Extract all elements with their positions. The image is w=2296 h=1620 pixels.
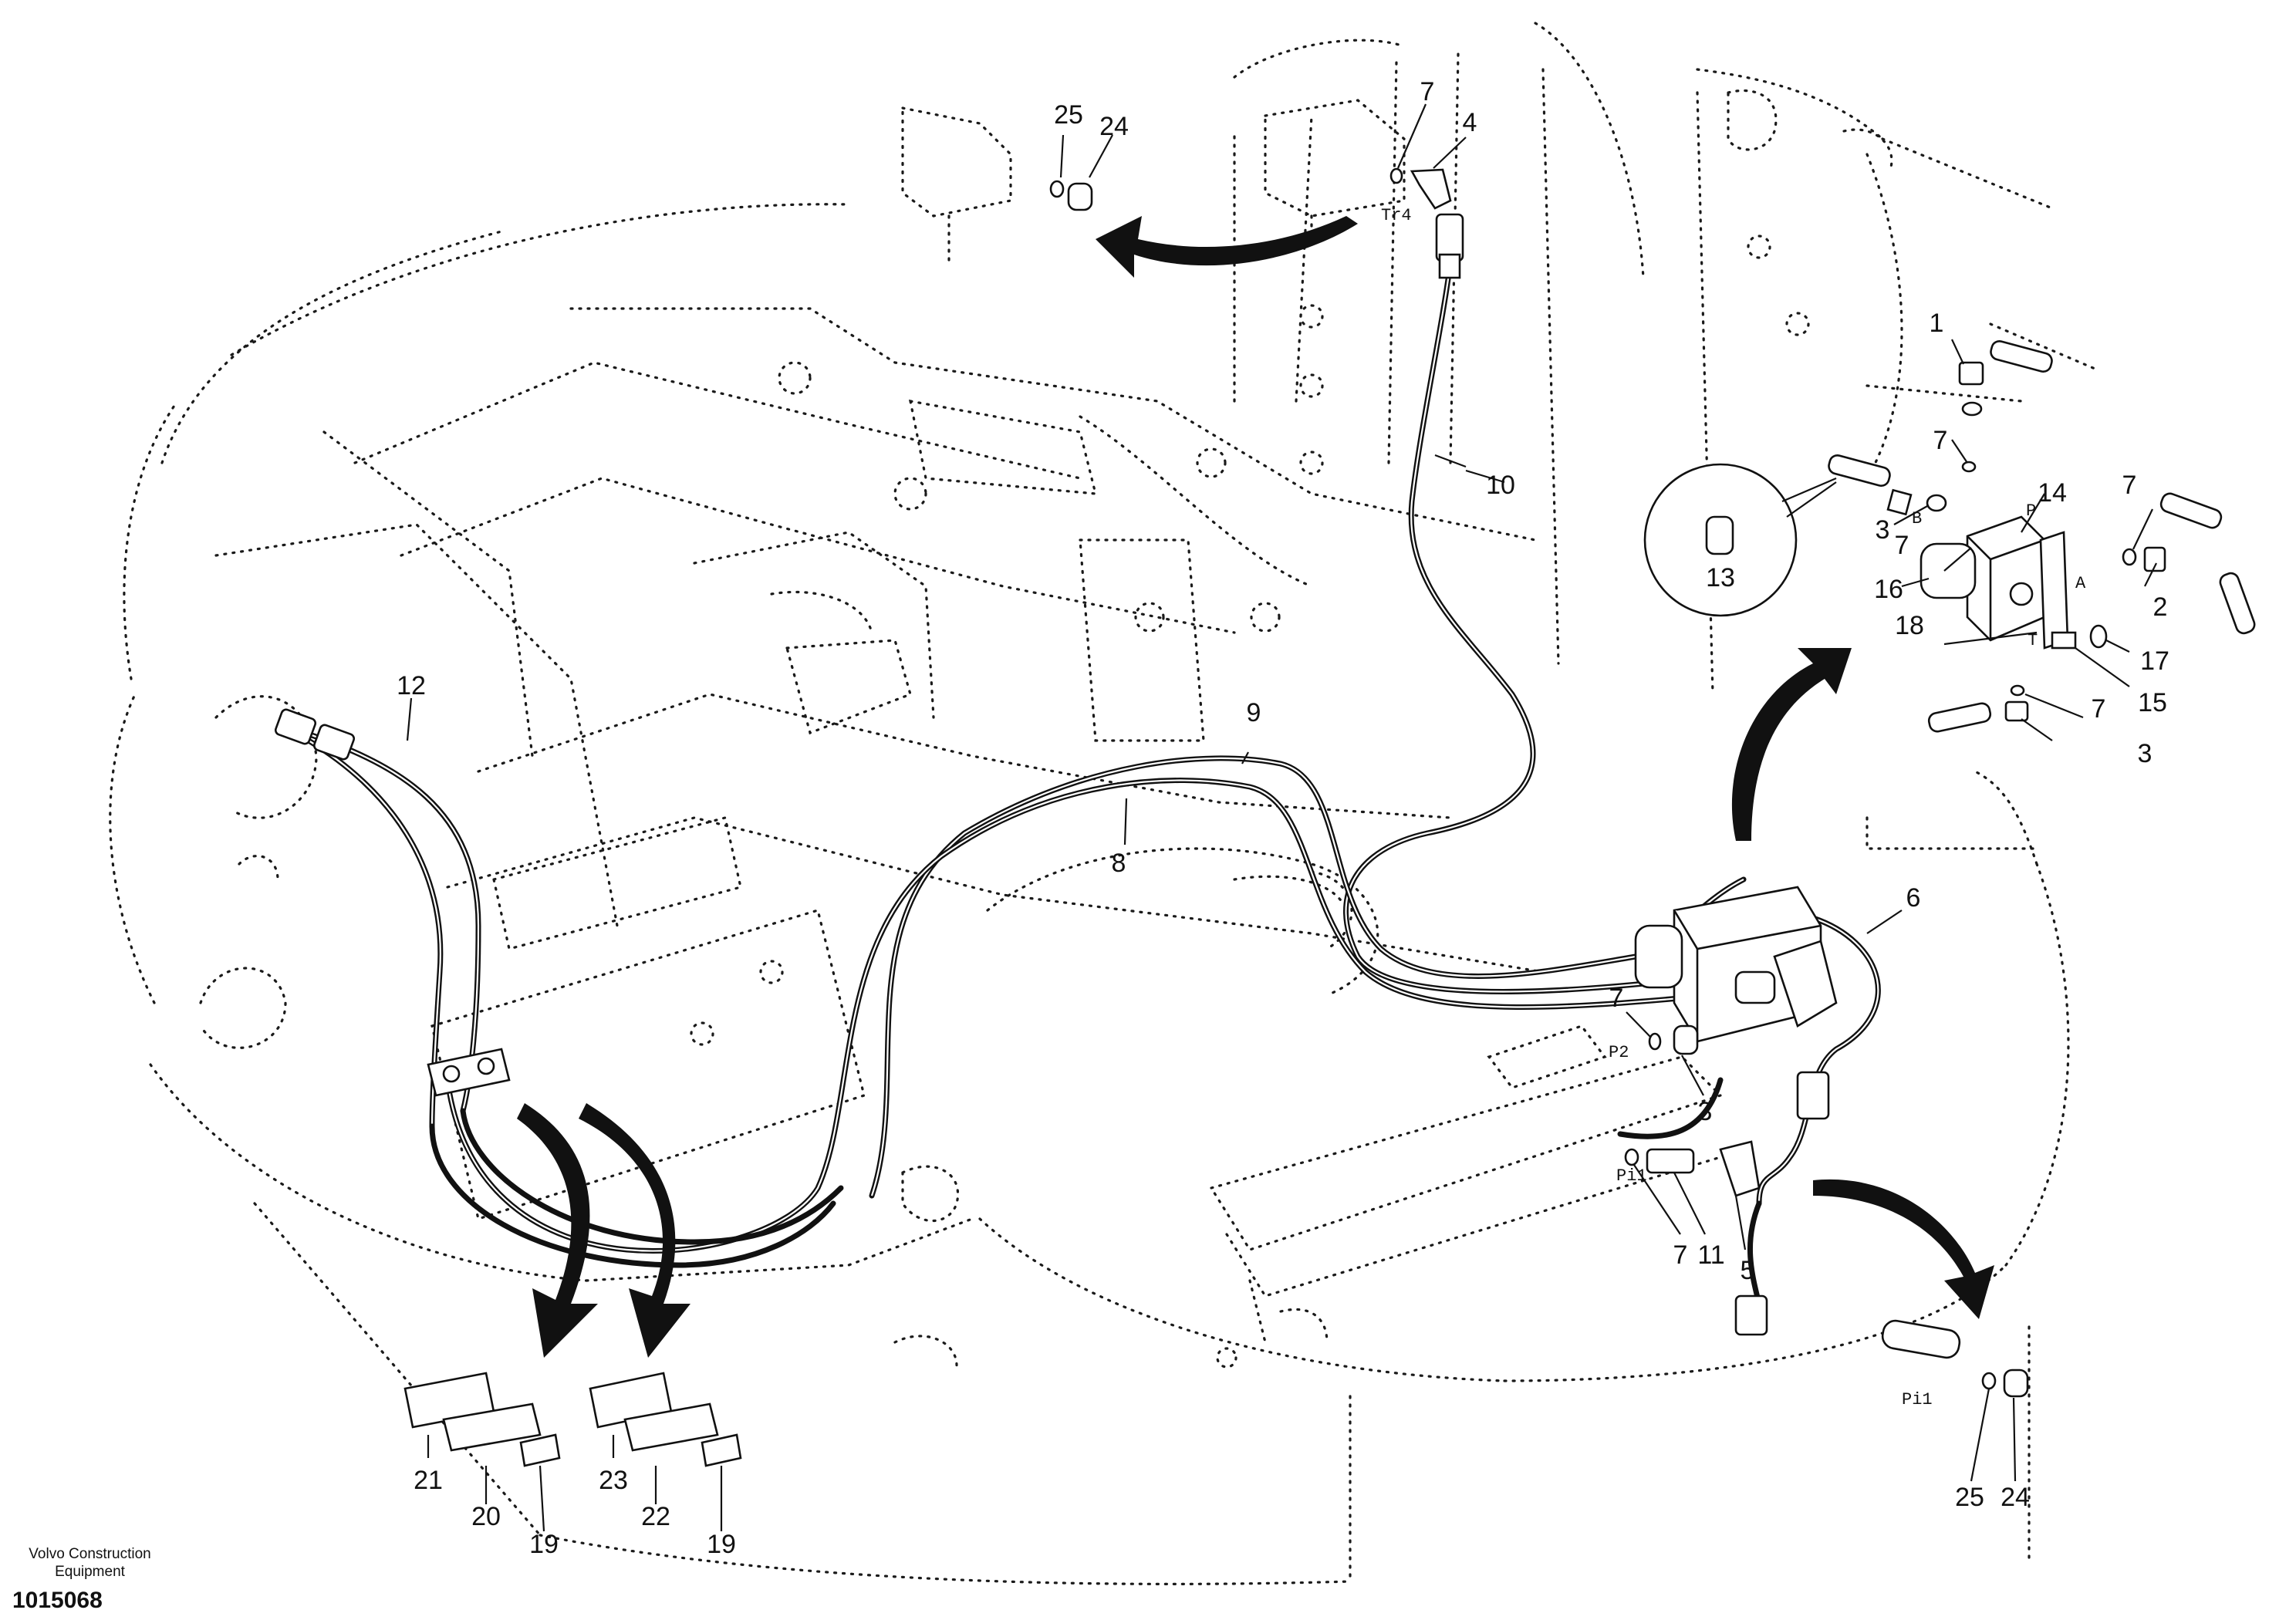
hose-10 [1343,259,1685,994]
callout-5: 5 [1741,1256,1755,1285]
company-name: Volvo Construction Equipment [11,1545,169,1581]
port-label-a: A [2075,574,2086,593]
callout-7-a: 7 [1420,77,1435,106]
hose-clamp-assembly [427,1048,511,1097]
callout-7-c: 7 [1895,531,1909,560]
callout-7-b: 7 [1933,426,1948,455]
port-label-t: T [2028,631,2038,650]
port-label-b: B [1912,509,1922,528]
port-labels: Tr4 B P A T P2 Pi1 Pi1 [1381,206,2086,1409]
callout-7-d: 7 [2122,471,2137,500]
callout-19-b: 19 [707,1530,736,1559]
callout-7-g: 7 [1673,1240,1688,1270]
callout-1: 1 [1930,309,1944,338]
callout-17: 17 [2140,646,2169,676]
callout-10: 10 [1486,471,1515,500]
callout-20: 20 [471,1502,501,1531]
callout-7-f: 7 [1609,984,1624,1013]
callout-22: 22 [641,1502,670,1531]
hose-fittings [274,213,1830,1336]
callout-3-a: 3 [1876,515,1890,545]
company-name-line2: Equipment [55,1564,125,1580]
part-callouts: 1 2 3 3 3 4 5 6 7 7 7 7 7 7 7 8 9 10 11 … [397,77,2169,1559]
hose-6 [1617,915,1881,1307]
port-label-pi1-valve: Pi1 [1616,1166,1647,1186]
callout-6: 6 [1906,883,1921,913]
port-label-pi1-plug: Pi1 [1902,1390,1933,1409]
port-label-tr4: Tr4 [1381,206,1412,225]
solenoid-valve-installed [1634,886,1838,1043]
solenoid-valve-exploded [1920,515,2077,650]
callout-3-c: 3 [1698,1097,1713,1126]
callout-24-b: 24 [2001,1483,2030,1512]
frame-bolts [690,235,1810,1369]
exploded-fittings [403,167,2256,1467]
company-name-line1: Volvo Construction [29,1546,151,1562]
callout-3-b: 3 [2138,739,2152,768]
callout-19-a: 19 [529,1530,559,1559]
callout-11: 11 [1697,1240,1724,1270]
callout-4: 4 [1463,108,1477,137]
port-label-p: P [2026,501,2036,521]
callout-25-a: 25 [1054,100,1083,130]
hose-9 [869,755,1747,1199]
callout-14: 14 [2038,478,2067,508]
callout-18: 18 [1895,611,1924,640]
callout-leaders [406,103,2157,1532]
callout-24-a: 24 [1099,112,1129,141]
callout-23: 23 [599,1466,628,1495]
callout-13: 13 [1706,563,1735,592]
callout-7-e: 7 [2092,694,2106,724]
machine-frame-outline [109,22,2100,1585]
drawing-number: 1015068 [12,1588,103,1613]
callout-12: 12 [397,671,426,700]
callout-15: 15 [2138,688,2167,717]
callout-25-b: 25 [1955,1483,1984,1512]
callout-9: 9 [1247,698,1261,727]
callout-8: 8 [1112,849,1126,878]
port-label-p2: P2 [1609,1043,1629,1062]
callout-2: 2 [2153,592,2168,622]
callout-21: 21 [414,1466,443,1495]
callout-16: 16 [1874,575,1903,604]
exploded-view-arrows [517,216,1994,1358]
hose-8 [444,778,1716,1254]
